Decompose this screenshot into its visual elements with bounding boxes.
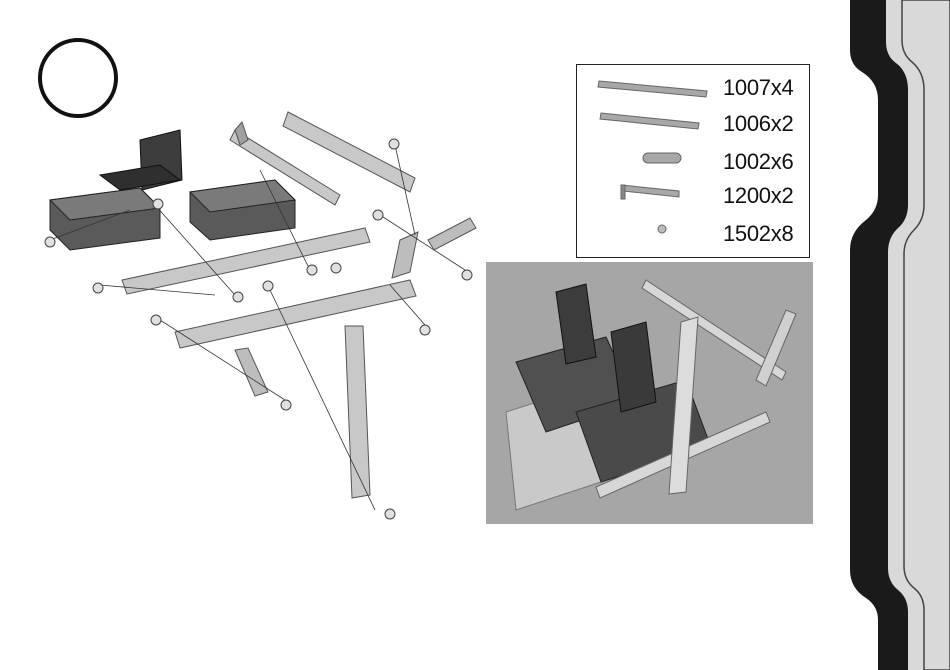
- short-strip-a: [392, 232, 418, 278]
- exploded-assembly-diagram: [30, 100, 490, 530]
- long-strip-7-hole-icon: [587, 71, 715, 107]
- part-row: 1002x6: [577, 145, 809, 181]
- seat-block-right: [190, 180, 295, 240]
- angle-bracket-icon: [587, 179, 715, 215]
- part-row: 1007x4: [577, 71, 809, 107]
- part-row: 1006x2: [577, 107, 809, 143]
- short-strip-b: [428, 218, 476, 250]
- part-row: 1502x8: [577, 217, 809, 253]
- assembled-model-photo: [486, 262, 813, 524]
- strip-vertical: [345, 326, 370, 498]
- bolt-nut-icon: [587, 217, 715, 253]
- seat-block-left: [50, 130, 182, 250]
- strip-lower: [175, 280, 416, 348]
- part-code: 1007x4: [723, 75, 793, 101]
- parts-list: 1007x4 1006x2 1002x6 1200x2 1502x8: [576, 64, 810, 258]
- part-code: 1502x8: [723, 221, 793, 247]
- short-strip-c: [235, 348, 268, 396]
- short-strip-2-hole-icon: [587, 145, 715, 181]
- part-code: 1002x6: [723, 149, 793, 175]
- page-side-tab: [850, 0, 950, 670]
- part-row: 1200x2: [577, 179, 809, 215]
- strip-6-hole-icon: [587, 107, 715, 143]
- part-code: 1200x2: [723, 183, 793, 209]
- part-code: 1006x2: [723, 111, 793, 137]
